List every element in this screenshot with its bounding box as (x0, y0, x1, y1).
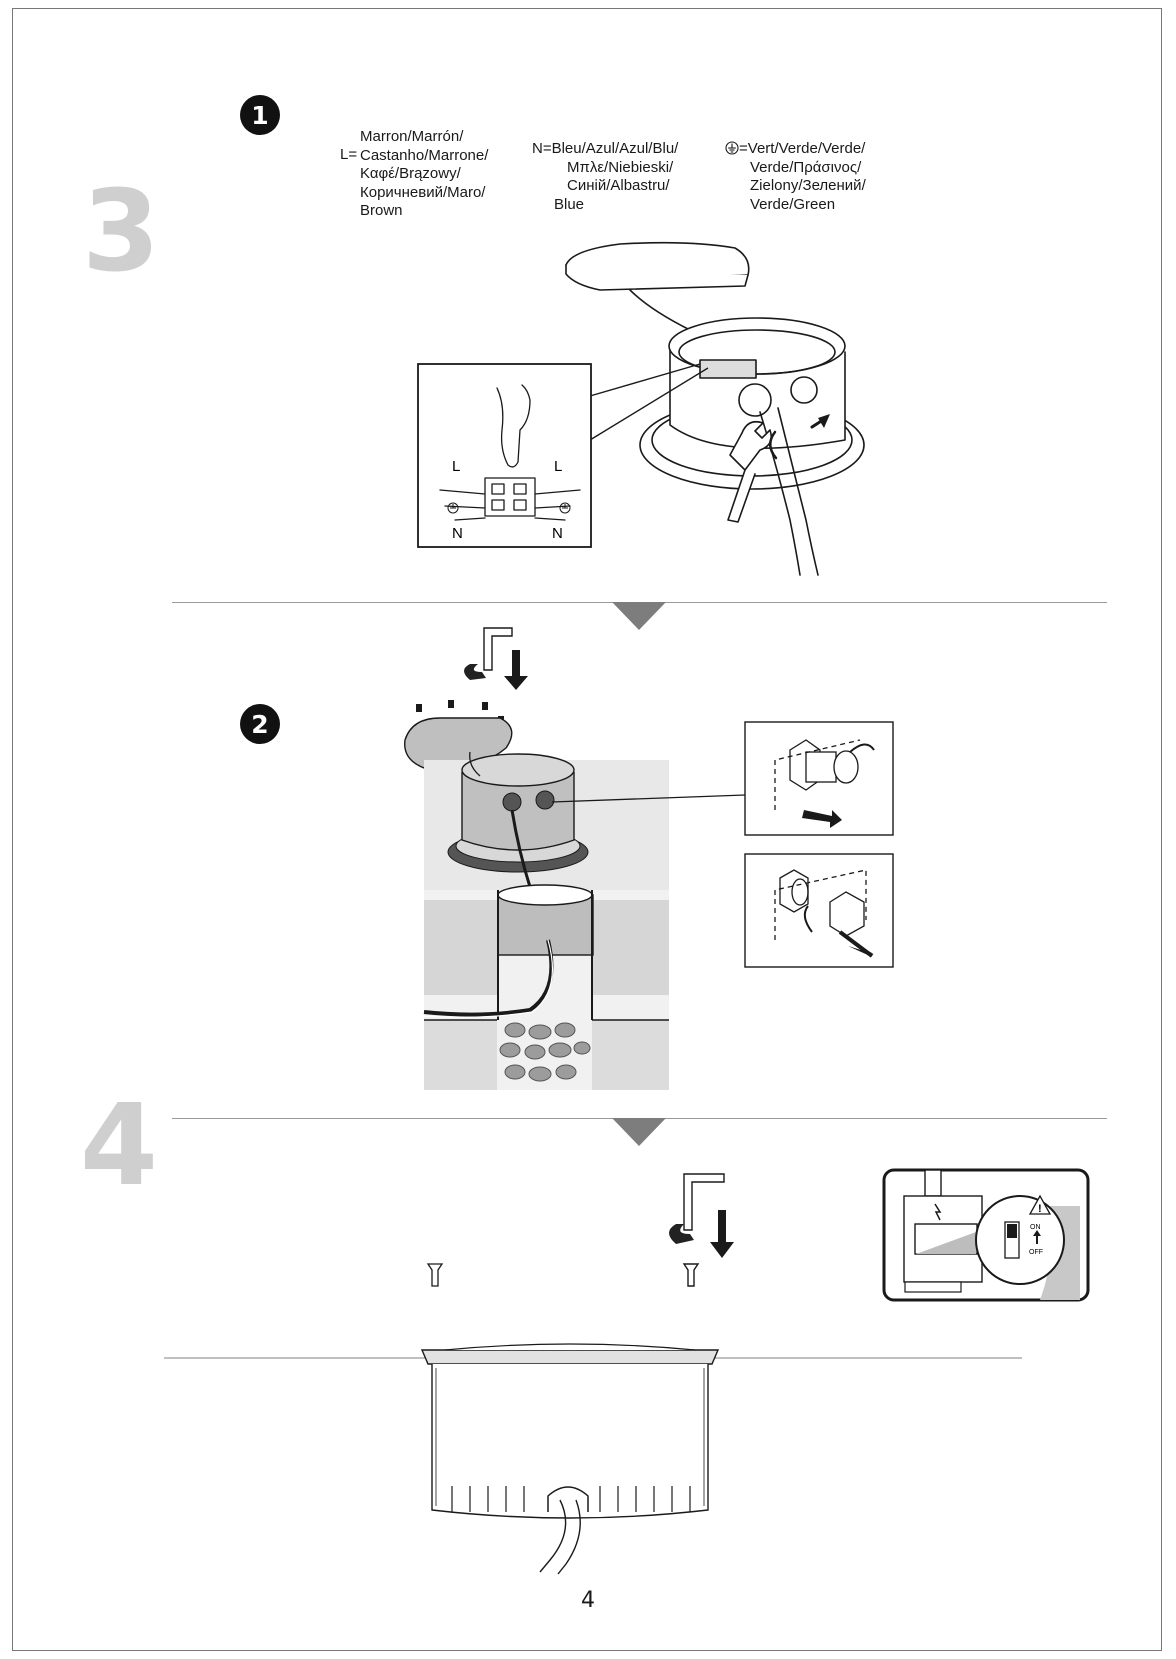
switch-off-label: OFF (1029, 1249, 1043, 1256)
screw-icon (426, 1263, 444, 1287)
step-3-2-illustration (404, 627, 894, 1090)
substep-2-badge: 2 (240, 704, 280, 744)
step-arrow-down-1 (612, 602, 666, 630)
step-3-number: 3 (82, 167, 160, 297)
legend-live: L= Marron/Marrón/ Castanho/Marrone/ Καφέ… (340, 128, 510, 221)
legend-earth-prefix: = (739, 140, 748, 157)
gravel-fill (499, 1022, 591, 1082)
step-4-number: 4 (80, 1081, 158, 1211)
hex-key-icon (483, 627, 513, 671)
legend-live-line: Καφέ/Brązowy/ (360, 165, 461, 182)
legend-live-line: Коричневий/Maro/ (360, 183, 486, 201)
down-arrow-icon (504, 650, 528, 690)
rotate-arrow-icon (464, 664, 486, 680)
inset-label-L-right: L (554, 458, 562, 475)
hand-icon (496, 384, 531, 468)
cover-plate (565, 241, 750, 276)
legend-live-line: Brown (360, 202, 403, 219)
legend-neutral-line: Μπλε/Niebieski/ (567, 158, 674, 176)
switch-magnifier (975, 1195, 1065, 1285)
inset-label-N-left: N (452, 525, 463, 542)
legend-live-line: Castanho/Marrone/ (360, 146, 489, 164)
inset-label-N-right: N (552, 525, 563, 542)
earth-symbol-icon (725, 141, 739, 155)
gland-detail-2 (744, 853, 894, 968)
inset-earth-icon (447, 502, 571, 514)
step-arrow-down-2 (612, 1118, 666, 1146)
hex-key-icon-2 (682, 1173, 725, 1287)
switch-on-label: ON (1030, 1224, 1041, 1231)
legend-earth-line: Verde/Πράσινος/ (750, 158, 862, 176)
legend-earth-line: Verde/Green (750, 195, 836, 213)
wrench (729, 420, 773, 471)
step-4-illustration: ! ON OFF (164, 1168, 1090, 1575)
legend-earth-line: Zielony/Зелений/ (750, 177, 866, 194)
legend-earth: =Vert/Verde/Verde/ Verde/Πράσινος/ Zielo… (725, 140, 895, 214)
step-3-1-illustration: L L N N (417, 241, 865, 576)
legend-live-prefix: L= (340, 146, 358, 163)
substep-1-badge: 1 (240, 95, 280, 135)
legend-live-line: Marron/Marrón/ (360, 128, 464, 145)
legend-neutral: N=Bleu/Azul/Azul/Blu/ Μπλε/Niebieski/ Си… (532, 140, 692, 214)
svg-text:!: ! (1038, 1203, 1042, 1215)
page-number: 4 (581, 1588, 595, 1613)
legend-neutral-prefix: N= (532, 140, 552, 157)
down-arrow-icon-2 (710, 1210, 734, 1258)
legend-neutral-line: Blue (554, 195, 585, 213)
page-frame (12, 8, 1162, 1651)
fixture-housing (420, 1349, 720, 1365)
legend-neutral-line: Bleu/Azul/Azul/Blu/ (551, 140, 679, 157)
legend-earth-line: Vert/Verde/Verde/ (747, 140, 866, 157)
inset-label-L-left: L (452, 458, 460, 475)
rotate-arrow-icon-2 (669, 1224, 694, 1244)
housing-ribs (451, 1486, 691, 1512)
legend-neutral-line: Синій/Albastru/ (567, 177, 670, 194)
